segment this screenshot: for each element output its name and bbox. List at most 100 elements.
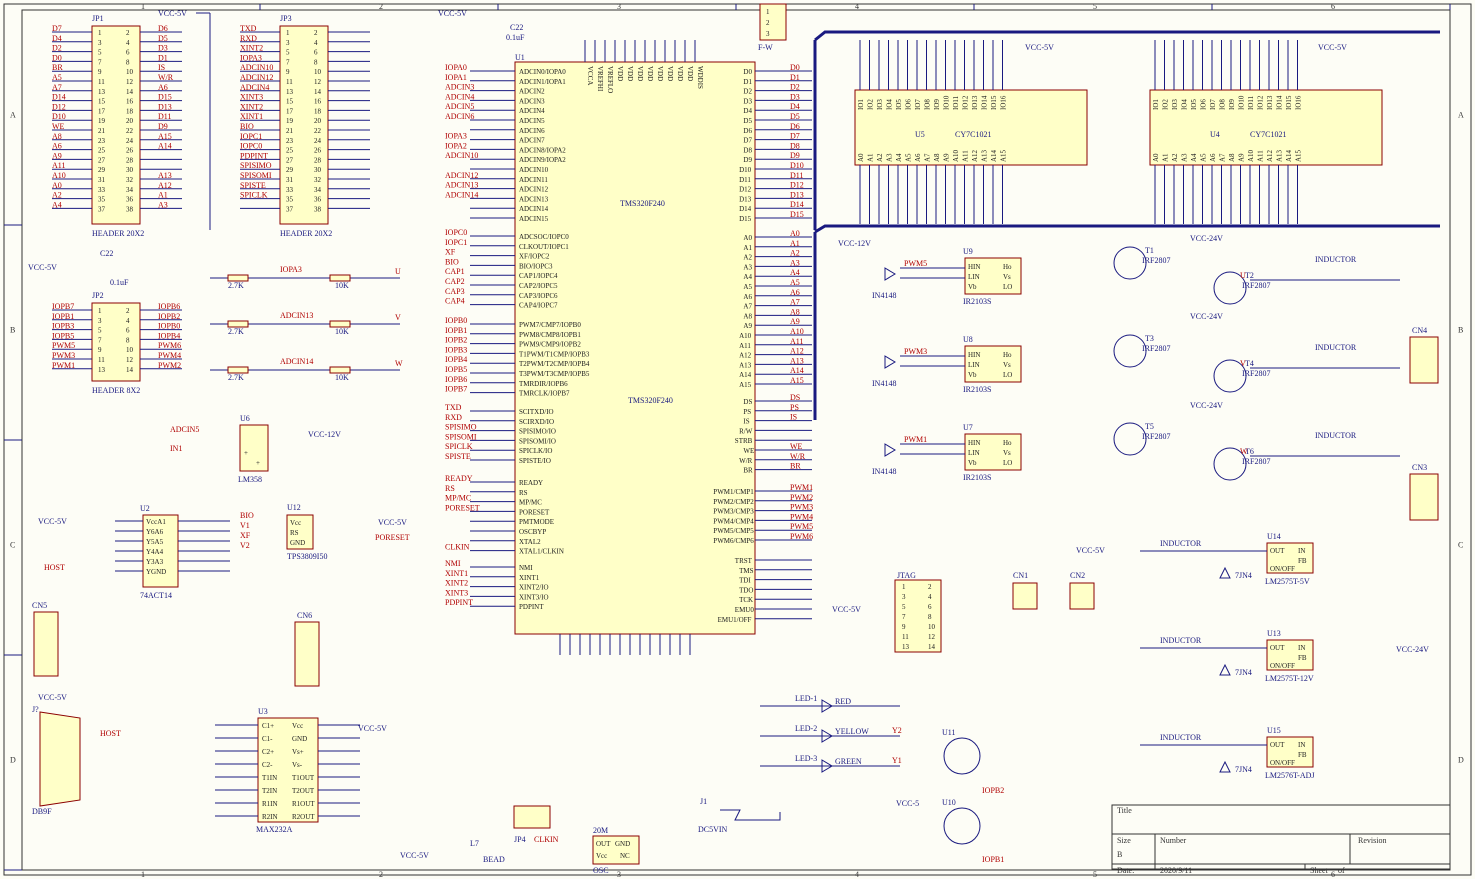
pin-name: D3 xyxy=(743,97,752,105)
pin-name: A0 xyxy=(857,153,865,162)
pin-name: IO1 xyxy=(857,99,865,110)
net-label: BIO xyxy=(445,257,459,266)
net-label: A6 xyxy=(790,288,800,297)
svg-text:J1: J1 xyxy=(700,797,707,806)
pin-name: A6 xyxy=(914,153,922,162)
pin-number: 21 xyxy=(98,127,106,135)
pin-name: D1 xyxy=(743,78,752,86)
pin-name: Vb xyxy=(968,283,977,291)
svg-text:0.1uF: 0.1uF xyxy=(110,278,129,287)
pin-number: 2 xyxy=(928,583,932,591)
net-label: PWM5 xyxy=(52,341,75,350)
pin-name: Y5A5 xyxy=(146,538,164,546)
pin-number: 5 xyxy=(286,49,290,57)
pin-number: 2 xyxy=(126,29,130,37)
net-label: IOPB2 xyxy=(445,336,467,345)
svg-text:HOST: HOST xyxy=(100,729,121,738)
pin-name: D2 xyxy=(743,88,752,96)
svg-text:C22: C22 xyxy=(100,249,113,258)
pin-name: IS xyxy=(743,418,749,426)
cn6-connector: CN6 xyxy=(294,611,320,687)
net-label: A6 xyxy=(52,142,62,151)
pin-name: SPICLK/IO xyxy=(519,447,552,455)
pin-name: LO xyxy=(1003,371,1012,379)
svg-text:TMS320F240: TMS320F240 xyxy=(628,396,673,405)
net-label: ADCIN14 xyxy=(280,357,313,366)
u3-max232: U3 MAX232A C1+C1-C2+C2-T1INT2INR1INR2INV… xyxy=(215,707,360,834)
pin-name: Y3A3 xyxy=(146,558,164,566)
pin-name: IO14 xyxy=(1276,95,1284,110)
net-label: IOPA2 xyxy=(445,141,467,150)
pin-name: READY xyxy=(519,479,543,487)
net-label: A13 xyxy=(790,356,804,365)
pin-name: ADCIN5 xyxy=(519,117,545,125)
pin-name: WE xyxy=(743,447,754,455)
pin-name: CAP1/IOPC4 xyxy=(519,272,558,280)
net-label: D5 xyxy=(158,34,168,43)
net-label: WE xyxy=(790,442,803,451)
net-label: ADCIN4 xyxy=(445,92,474,101)
svg-text:LM358: LM358 xyxy=(238,475,262,484)
pin-name: ADCIN11 xyxy=(519,176,548,184)
net-label: D3 xyxy=(158,44,168,53)
resistor-value: 2.7K xyxy=(228,281,244,290)
cn5-connector: CN5 xyxy=(32,601,59,677)
pin-name: ADCIN14 xyxy=(519,205,549,213)
dc-jack: J1 DC5VIN xyxy=(698,797,781,834)
pin-name: Y6A6 xyxy=(146,528,164,536)
net-label: PWM6 xyxy=(158,341,181,350)
net-label: U xyxy=(1240,271,1246,280)
svg-text:MAX232A: MAX232A xyxy=(256,825,293,834)
svg-text:VCC-24V: VCC-24V xyxy=(1190,312,1223,321)
pin-name: A10 xyxy=(952,149,960,162)
net-label: D0 xyxy=(52,53,62,62)
pin-number: 12 xyxy=(314,78,322,86)
pin-number: 38 xyxy=(126,205,134,213)
pin-name: A7 xyxy=(1219,153,1227,162)
pin-name: D0 xyxy=(743,68,752,76)
svg-text:VCC-5: VCC-5 xyxy=(896,799,919,808)
net-label: MP/MC xyxy=(445,494,471,503)
svg-text:DC5VIN: DC5VIN xyxy=(698,825,728,834)
pin-number: 26 xyxy=(314,147,322,155)
pin-number: 24 xyxy=(314,137,322,145)
net-label: A4 xyxy=(52,200,62,209)
net-label: CAP2 xyxy=(445,277,465,286)
mosfet xyxy=(1113,422,1147,456)
net-label: IOPB3 xyxy=(52,322,74,331)
pin-name: A10 xyxy=(739,332,752,340)
pin-number: 22 xyxy=(314,127,322,135)
svg-text:JP4: JP4 xyxy=(514,835,526,844)
led-ref: LED-3 xyxy=(795,754,817,763)
net-label: PWM4 xyxy=(790,512,813,521)
net-label: D8 xyxy=(790,141,800,150)
pin-number: 9 xyxy=(98,346,102,354)
pin-name: TMS xyxy=(739,567,754,575)
pin-name: VREFHI xyxy=(596,66,604,92)
pin-number: 14 xyxy=(126,88,134,96)
net-label: NMI xyxy=(445,559,461,568)
net-label: SPISIMO xyxy=(445,423,477,432)
net-label: A5 xyxy=(52,73,62,82)
net-label: D11 xyxy=(790,171,803,180)
net-label: D7 xyxy=(52,24,62,33)
svg-text:BEAD: BEAD xyxy=(483,855,505,864)
pin-name: A4 xyxy=(895,153,903,162)
led-color: GREEN xyxy=(835,757,862,766)
pin-name: IO5 xyxy=(1190,99,1198,110)
svg-text:HEADER 20X2: HEADER 20X2 xyxy=(280,229,332,238)
pin-name: R2IN xyxy=(262,813,278,821)
pin-number: 7 xyxy=(286,58,290,66)
pin-name: SPISOMI/IO xyxy=(519,437,556,445)
net-label: W/R xyxy=(158,73,174,82)
of-label: of xyxy=(1338,866,1345,875)
pin-number: 32 xyxy=(314,176,322,184)
pin-name: D15 xyxy=(739,215,752,223)
border-row-mark: C xyxy=(1458,541,1463,550)
svg-text:VCC-24V: VCC-24V xyxy=(1190,401,1223,410)
pin-name: T1IN xyxy=(262,774,277,782)
pin-number: 13 xyxy=(286,88,294,96)
date-value: 2020/9/11 xyxy=(1160,866,1192,875)
pin-name: A5 xyxy=(905,153,913,162)
